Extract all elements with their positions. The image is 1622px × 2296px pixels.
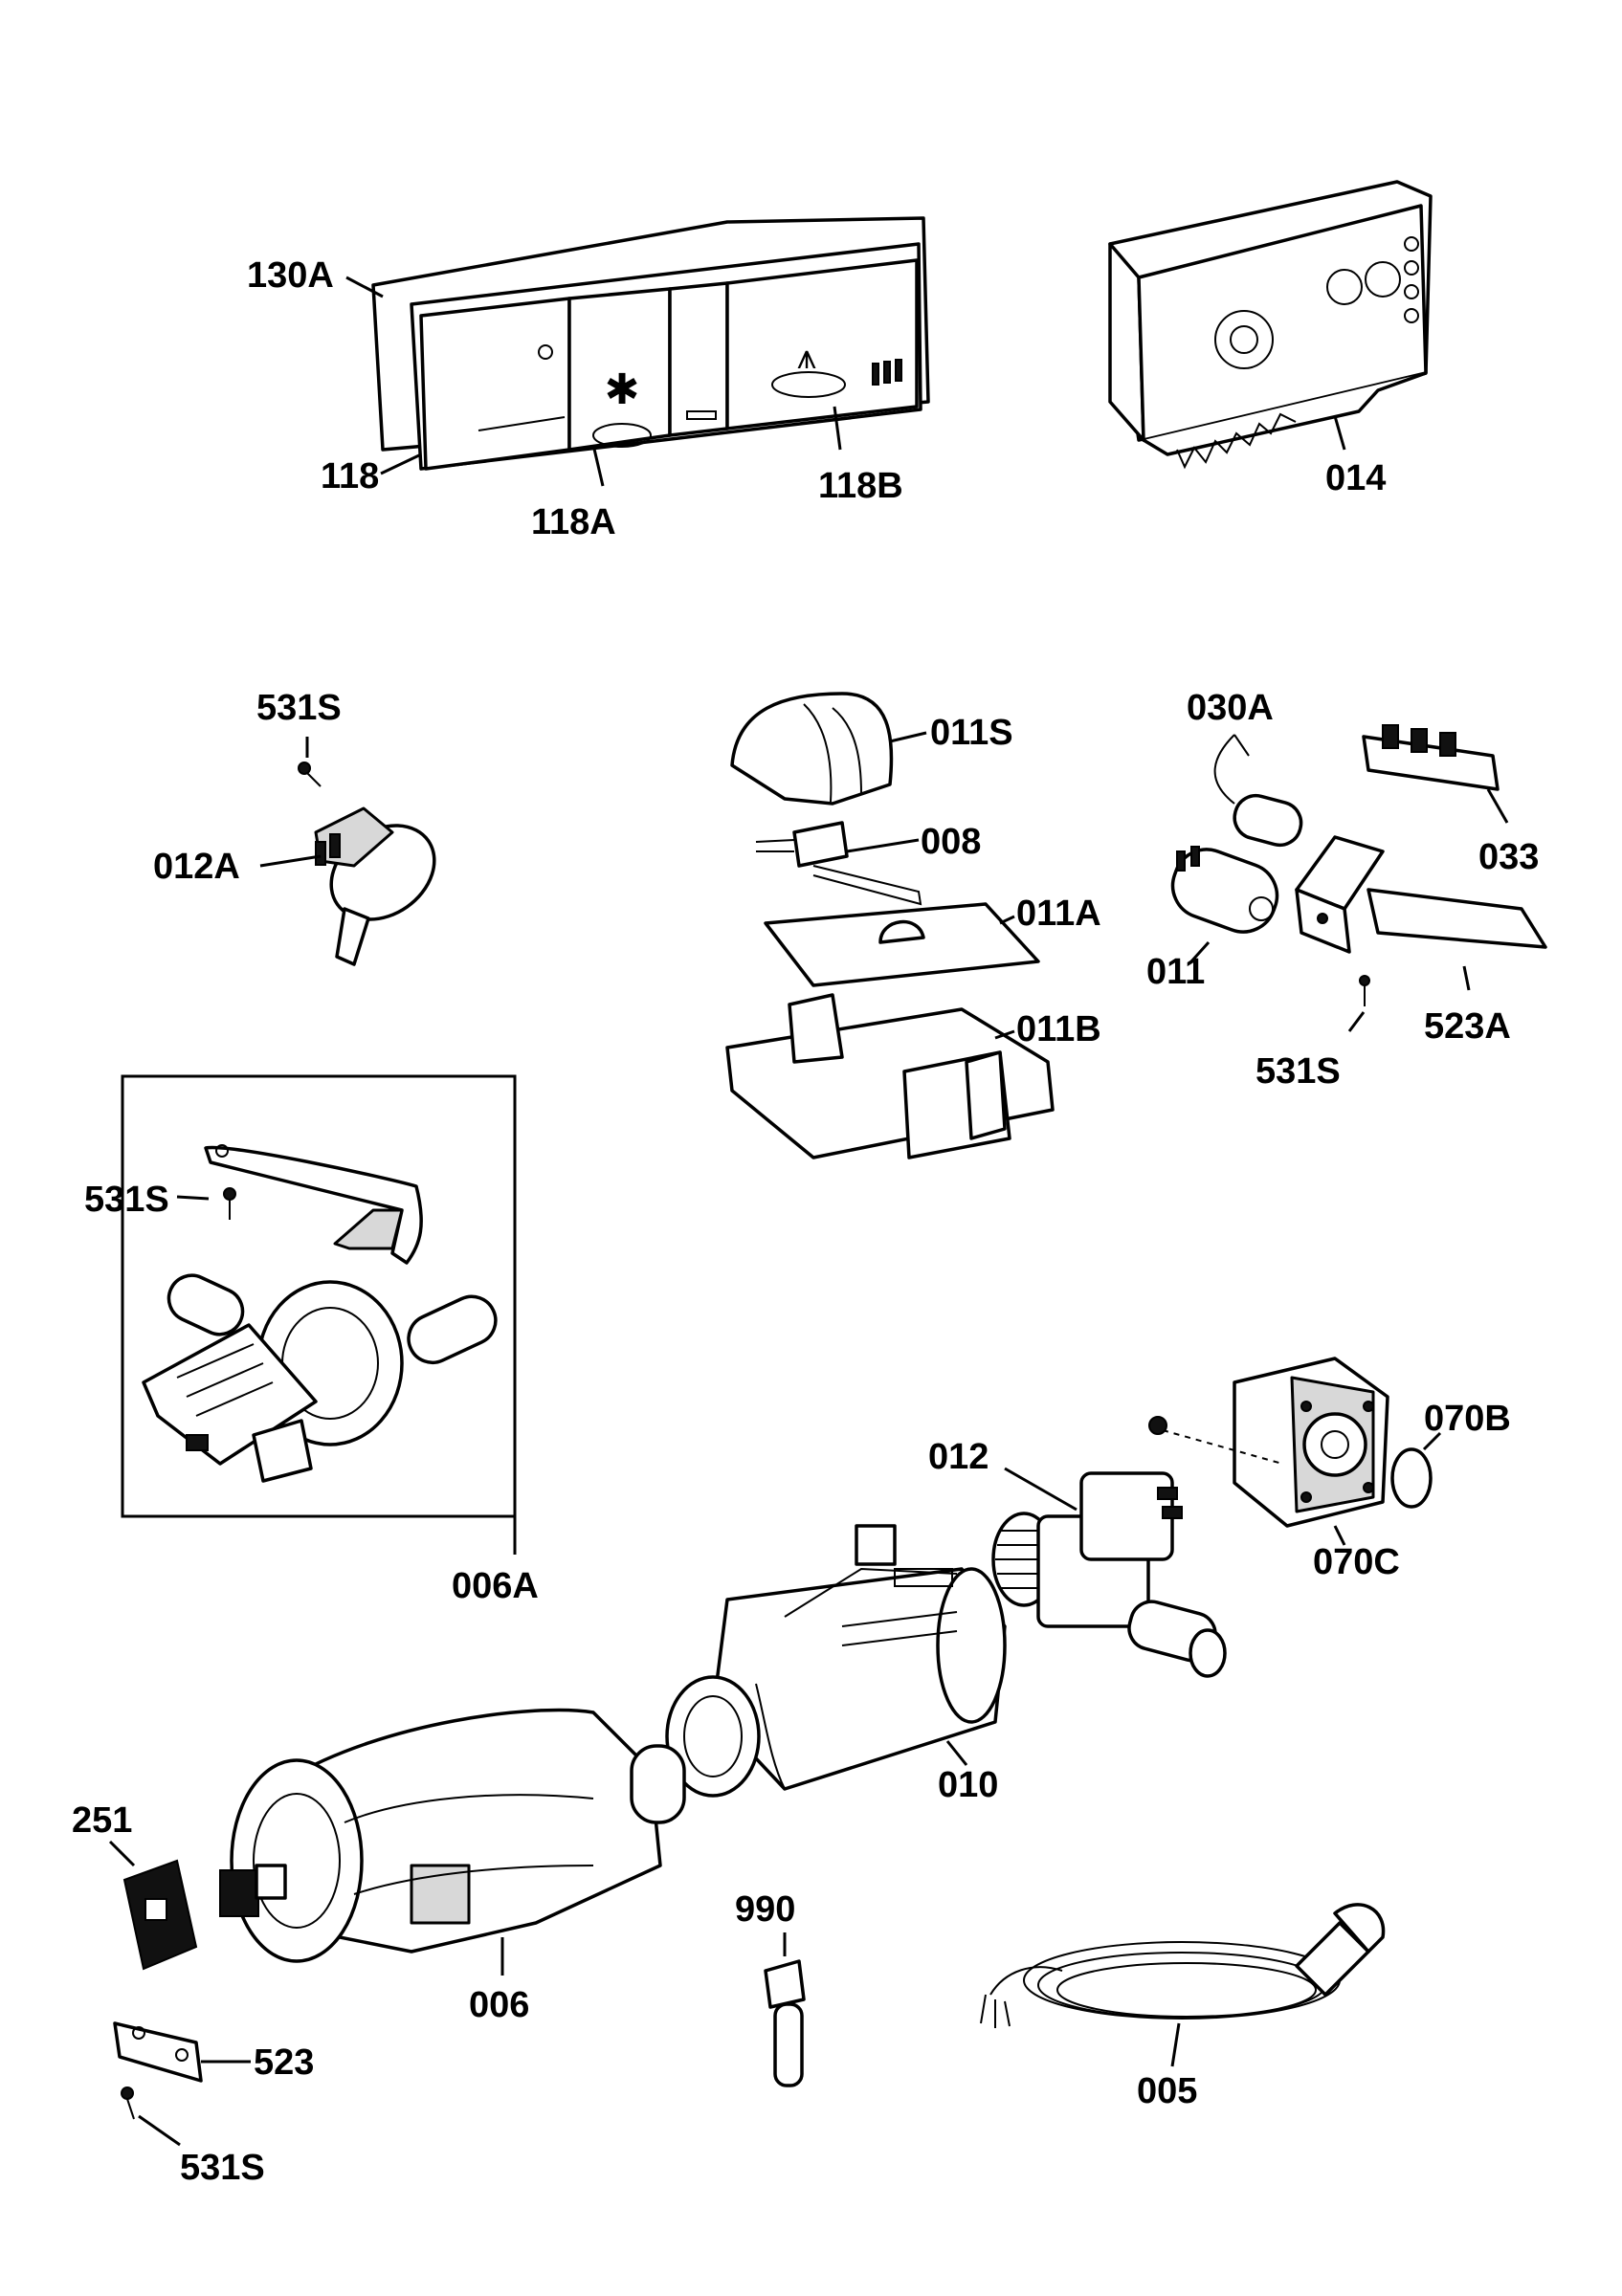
label-531S-right: 531S: [1255, 1051, 1341, 1092]
label-012: 012: [928, 1437, 989, 1477]
bracket-part: [113, 2021, 251, 2147]
label-251: 251: [72, 1800, 132, 1841]
power-cord-part: [980, 1903, 1386, 2067]
part-labels: 130A 118 118A 118B 014 531S 012A 011S 00…: [72, 255, 1539, 2188]
wash-motor-part: [219, 1708, 686, 1976]
label-118: 118: [321, 456, 379, 497]
label-523A: 523A: [1424, 1006, 1511, 1047]
label-033: 033: [1478, 837, 1539, 877]
label-011S: 011S: [930, 713, 1013, 753]
sensor-part: [764, 1932, 806, 2087]
capacitor-group-part: [1170, 724, 1547, 1032]
dispenser-part: [1148, 1357, 1442, 1546]
drain-pump-assembly-part: [121, 1074, 517, 1555]
label-118B: 118B: [818, 466, 903, 506]
label-011: 011: [1146, 952, 1205, 992]
snowflake-icon: ✱: [605, 365, 640, 414]
label-011A: 011A: [1016, 894, 1101, 934]
switch-box-part: [725, 692, 1055, 1159]
label-010: 010: [938, 1765, 998, 1805]
label-006: 006: [469, 1985, 529, 2025]
label-070C: 070C: [1313, 1542, 1400, 1582]
label-008: 008: [921, 822, 981, 862]
label-130A: 130A: [247, 255, 334, 296]
label-118A: 118A: [531, 502, 616, 542]
pressure-switch-part: [259, 737, 436, 966]
label-030A: 030A: [1187, 688, 1274, 728]
spray-arm-icon: ⩚: [797, 338, 816, 377]
label-005: 005: [1137, 2071, 1197, 2111]
label-012A: 012A: [153, 847, 240, 887]
inlet-valve-part: [991, 1467, 1227, 1678]
label-990: 990: [735, 1889, 795, 1930]
label-011B: 011B: [1016, 1009, 1101, 1049]
electronic-module-part: [1108, 180, 1433, 470]
label-006A: 006A: [452, 1566, 539, 1606]
label-531S-top: 531S: [256, 688, 342, 728]
heater-housing-part: [665, 1524, 1007, 1798]
relay-part: [108, 1840, 198, 1971]
label-070B: 070B: [1424, 1399, 1511, 1439]
label-531S-bottom: 531S: [180, 2148, 265, 2188]
label-523: 523: [254, 2042, 314, 2083]
label-014: 014: [1325, 458, 1386, 498]
control-panel-part: ✱ ⩚: [345, 216, 930, 487]
label-531S-pump: 531S: [84, 1180, 169, 1220]
